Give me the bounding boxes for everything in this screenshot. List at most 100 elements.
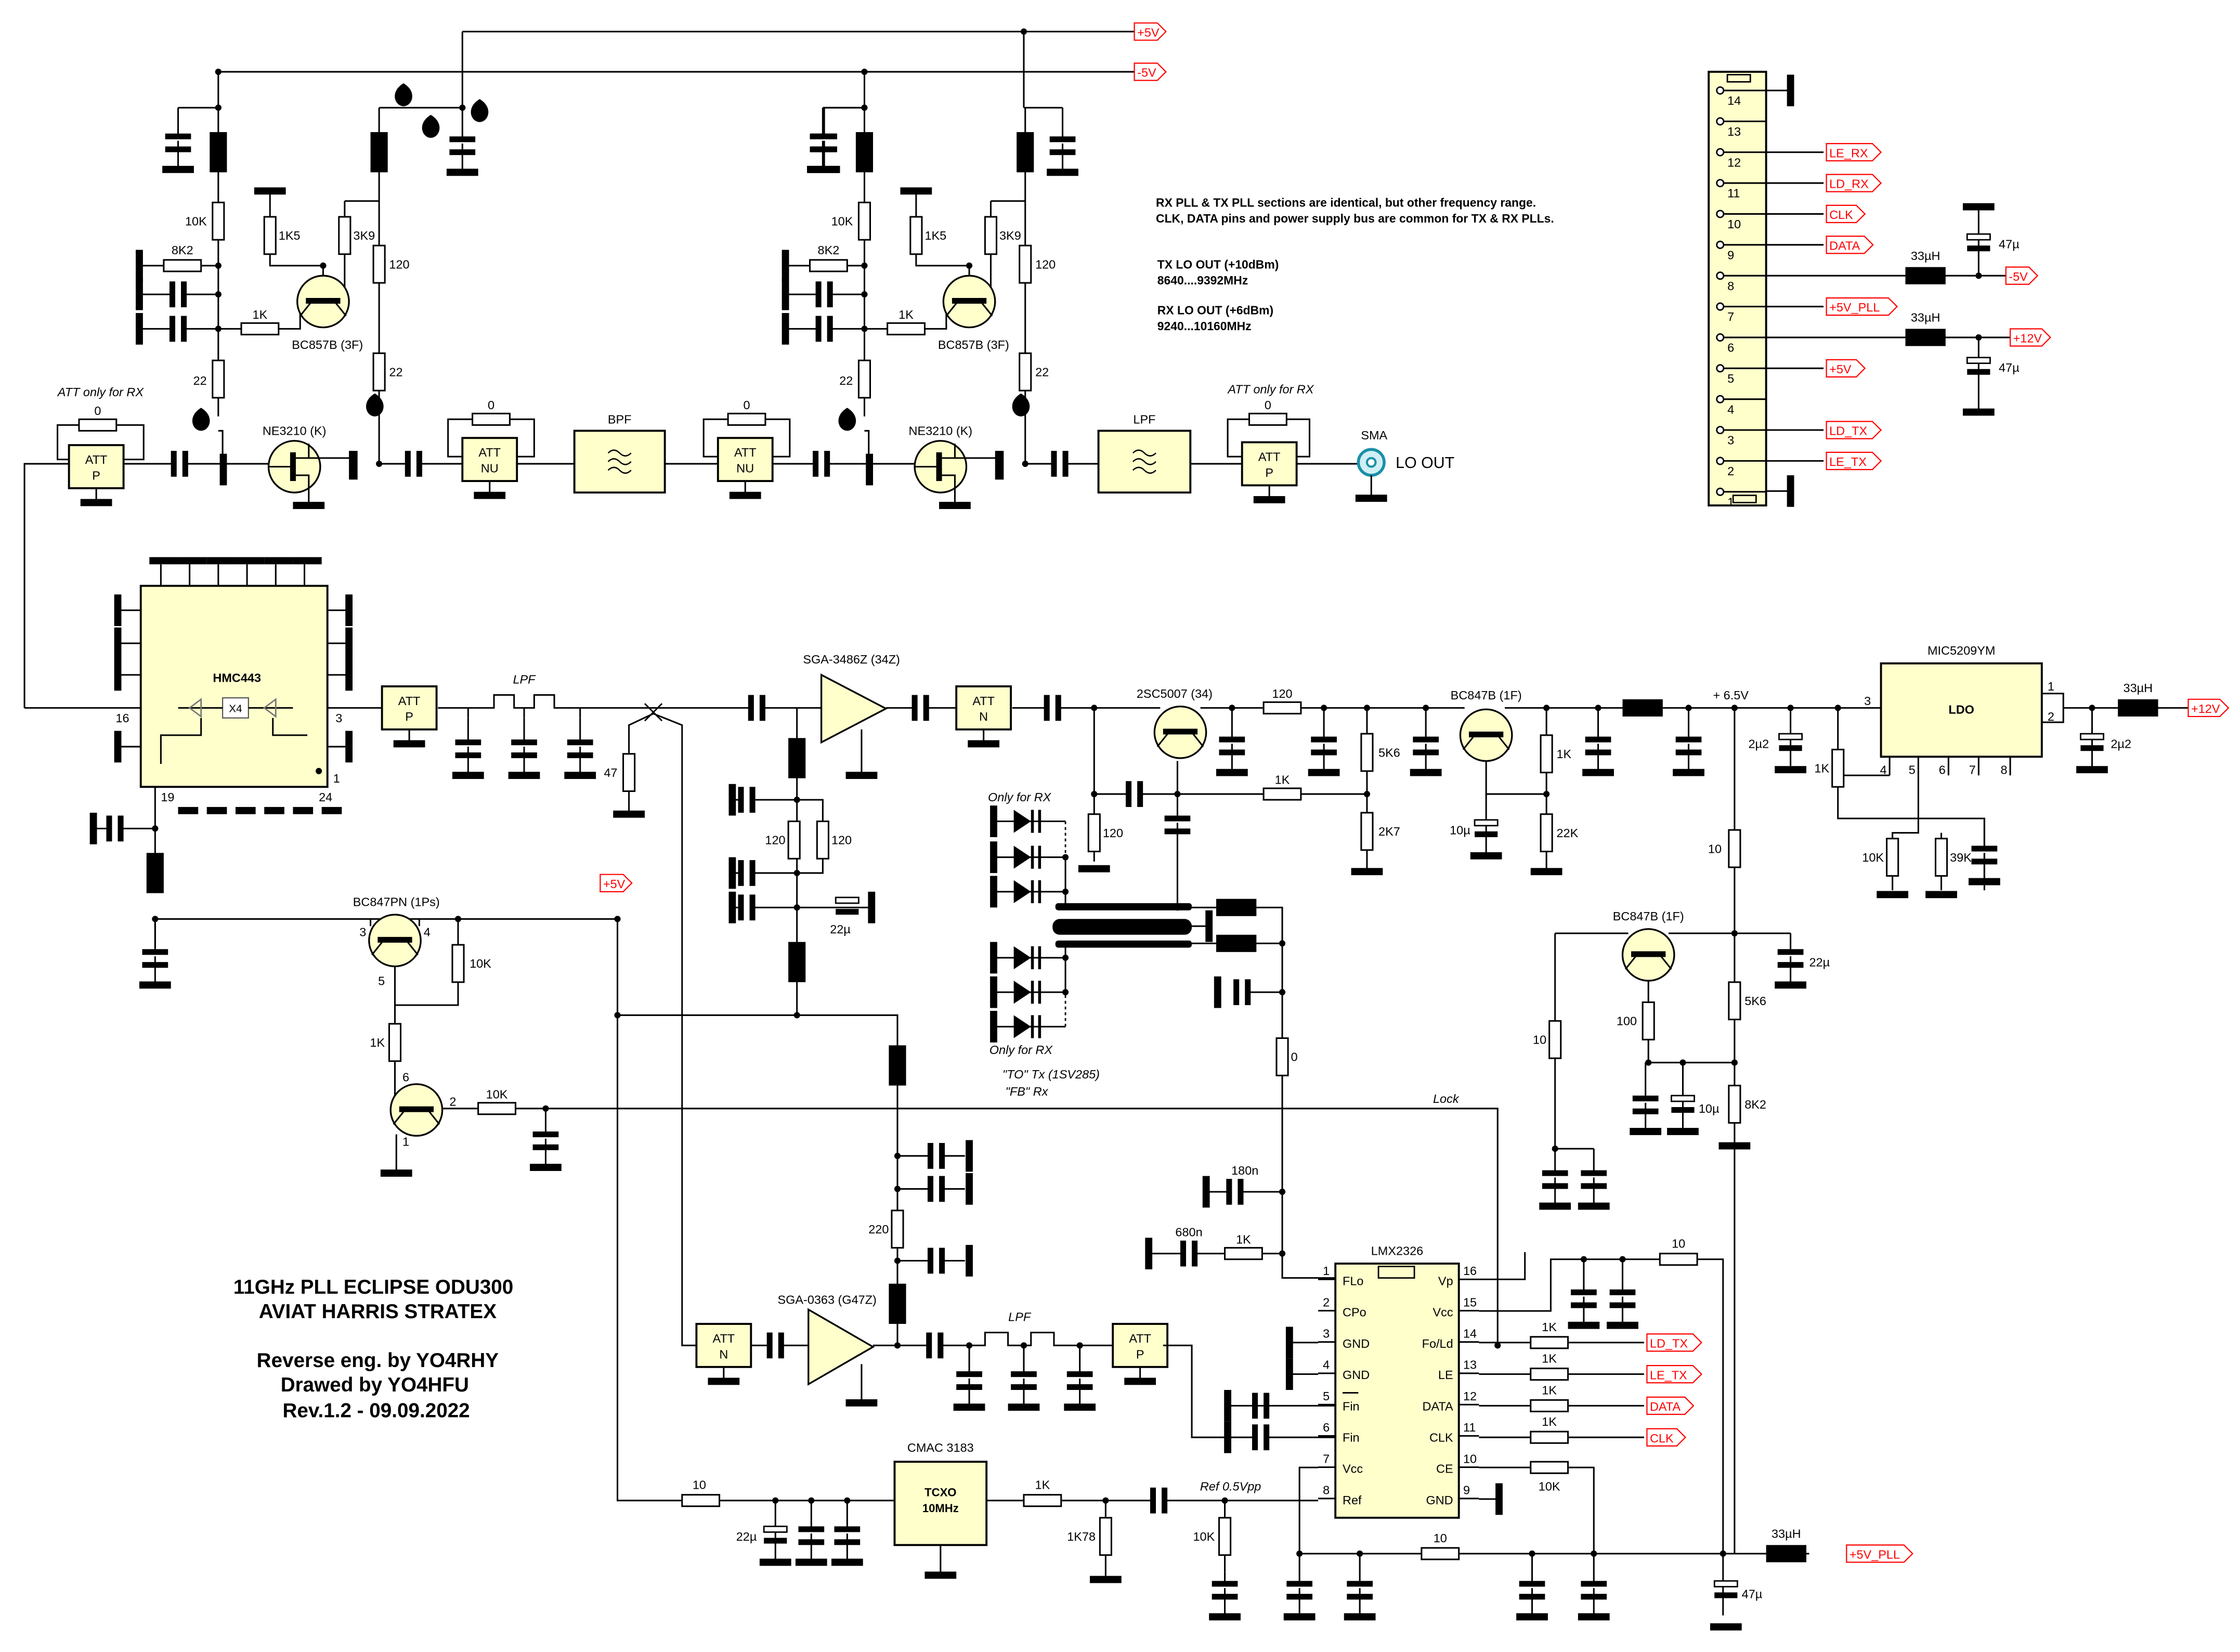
pin-number: 1 [1727, 495, 1734, 509]
connector-pin [1716, 271, 1725, 280]
capacitor-plate [1137, 781, 1143, 807]
resistor [1530, 1368, 1569, 1381]
ground-bar [474, 491, 506, 499]
capacitor-plate [165, 133, 191, 139]
ground-bar [759, 1558, 791, 1566]
teardrop-pad [1012, 393, 1030, 417]
ground-bar [1578, 1613, 1610, 1621]
wire [1497, 734, 1510, 750]
resistor-value: 1K [1814, 762, 1829, 775]
label: P [405, 710, 413, 723]
ground-bar [1630, 1128, 1662, 1135]
junction-dot [966, 262, 973, 269]
resistor [809, 259, 848, 272]
resistor [1728, 1085, 1741, 1124]
capacitor-plate [1233, 979, 1240, 1005]
resistor [984, 216, 998, 255]
part-name: BC857B (3F) [292, 338, 363, 352]
resistor-value: 1K [253, 308, 268, 321]
tcxo [893, 1461, 988, 1546]
inductor [146, 853, 164, 893]
connector-pin [1716, 487, 1725, 496]
inductor [788, 738, 806, 778]
diode-bar [1031, 810, 1034, 833]
label: SGA-0363 (G47Z) [777, 1293, 876, 1306]
pin-name: GND [1343, 1368, 1370, 1382]
label: ATT [398, 694, 421, 708]
ground-bar [1718, 1142, 1751, 1150]
varactor-diode [1013, 880, 1031, 903]
part-name: NE3210 (K) [263, 424, 327, 438]
ground-bar [1962, 408, 1995, 416]
ground-bar [807, 165, 839, 173]
wire [980, 301, 993, 317]
inductor [1216, 934, 1257, 952]
net-label: -5V [1137, 66, 1156, 80]
resistor [78, 418, 118, 432]
ground-bar [1145, 1238, 1153, 1270]
resistor [1642, 1001, 1655, 1040]
transistor-base [1163, 729, 1198, 735]
pin-name: LE [1438, 1368, 1453, 1382]
varactor-diode [1013, 845, 1031, 869]
pin-name: Fin [1343, 1430, 1360, 1444]
connector-pin [1716, 148, 1725, 157]
ground-bar [1064, 1403, 1096, 1411]
ground-bar [782, 250, 789, 282]
capacitor-plate [1219, 736, 1245, 743]
varactor-diode [1013, 1015, 1031, 1038]
ground-bar [845, 1399, 878, 1407]
capacitor-plate [778, 1332, 784, 1359]
part-name: BC857B (3F) [938, 338, 1009, 352]
resistor-value: 8K2 [1744, 1098, 1766, 1111]
filter-symbol [1132, 458, 1156, 465]
capacitor-plate [1519, 1581, 1545, 1587]
junction-dot [1494, 1342, 1501, 1349]
resistor-value: 3K9 [353, 229, 375, 242]
pin-number: 4 [1727, 402, 1734, 416]
buffer-symbol [188, 698, 277, 718]
ground-bar [1078, 865, 1110, 873]
net-flag [1134, 62, 1167, 81]
wire [628, 713, 654, 754]
junction-dot [1279, 940, 1286, 947]
net-label: +5V_PLL [1829, 301, 1880, 314]
note: RX PLL & TX PLL sections are identical, … [1156, 196, 1536, 210]
fet-channel [290, 452, 296, 482]
inductor [889, 1283, 906, 1324]
teardrop-pad [838, 408, 856, 431]
label: 11 [1463, 1421, 1476, 1434]
ground-bar [728, 857, 736, 889]
ground-bar [89, 812, 97, 844]
pin-number: 6 [1727, 341, 1734, 355]
capacitor-plate [926, 1332, 932, 1359]
filter-symbol [607, 449, 632, 457]
capacitor-plate [1632, 1095, 1659, 1101]
capacitor-plate [449, 149, 476, 155]
pin-name: Ref [1343, 1493, 1362, 1507]
net-label: DATA [1650, 1400, 1681, 1413]
title: 11GHz PLL ECLIPSE ODU300 [233, 1276, 513, 1298]
transistor-base [952, 297, 987, 304]
capacitor-plate [181, 316, 187, 342]
ground-bar [114, 659, 122, 691]
pin-name: Vcc [1433, 1306, 1453, 1319]
capacitor-plate [1311, 736, 1337, 743]
ic-pad [235, 557, 265, 565]
rf-strip [995, 451, 1004, 480]
resistor-value: 8K2 [172, 243, 193, 257]
capacitor-plate [1245, 979, 1251, 1005]
ic-pad [264, 807, 284, 814]
ic-pad [235, 807, 256, 814]
revision: Rev.1.2 - 09.09.2022 [282, 1400, 470, 1422]
ground-bar [782, 313, 789, 345]
resistor-value: 5K6 [1378, 746, 1400, 759]
label: Ref 0.5Vpp [1200, 1479, 1261, 1493]
label: ATT [85, 453, 108, 466]
ground-bar [1090, 1576, 1122, 1583]
resistor-value: 1K [1556, 747, 1571, 761]
connector-pin [1716, 364, 1725, 373]
capacitor-plate [1286, 1581, 1313, 1587]
label: 3 [1323, 1327, 1330, 1341]
